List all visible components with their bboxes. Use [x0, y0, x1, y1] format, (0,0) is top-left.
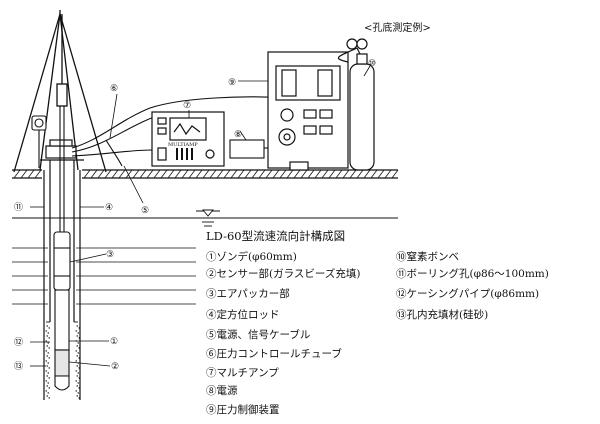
callout-9: ⑨: [228, 78, 236, 88]
ground-surface: [12, 169, 398, 179]
legend-right: ⑩窒素ボンベ ⑪ボーリング孔(φ86～100mm) ⑫ケーシングパイプ(φ86m…: [396, 250, 549, 321]
cable-counter: [31, 115, 47, 168]
example-label: <孔底測定例>: [364, 21, 431, 34]
callout-8: ⑧: [234, 130, 242, 140]
pressure-control-device: [267, 51, 349, 171]
legend-item: ⑫ケーシングパイプ(φ86mm): [396, 287, 539, 300]
legend-item: ⑦マルチアンプ: [206, 367, 279, 379]
legend-item: ④定方位ロッド: [206, 308, 280, 321]
diagram-title: LD-60型流速流向計構成図: [206, 229, 345, 243]
callout-11: ⑪: [14, 202, 23, 213]
ground-hatching: [13, 169, 399, 179]
borehole: [43, 160, 81, 400]
callout-13: ⑬: [14, 361, 23, 372]
callout-leaders: [30, 65, 371, 367]
strata-lines: [12, 247, 196, 305]
borehole-fill-material: [45, 325, 80, 399]
callout-1: ①: [110, 337, 118, 347]
legend-item: ⑤電源、信号ケーブル: [206, 328, 310, 341]
amp-brand: MULTIAMP: [168, 142, 198, 148]
callout-10: ⑩: [368, 59, 376, 69]
callout-6: ⑥: [110, 84, 118, 94]
multi-amplifier: [151, 111, 225, 167]
legend-left: ①ゾンデ(φ60mm) ②センサー部(ガラスビーズ充填) ③エアパッカー部 ④定…: [206, 250, 360, 416]
callout-3: ③: [106, 250, 114, 260]
legend-item: ⑩窒素ボンベ: [396, 250, 459, 263]
legend-item: ⑥圧力コントロールチューブ: [206, 347, 342, 360]
legend-item: ⑪ボーリング孔(φ86～100mm): [396, 267, 549, 280]
callout-numbers: ⑥ ⑤ ⑦ ⑧ ⑨ ⑩ ⑪ ④ ③ ① ② ⑫ ⑬: [14, 59, 376, 372]
orientation-rod: [59, 106, 65, 232]
legend-item: ③エアパッカー部: [206, 287, 290, 300]
callout-4: ④: [105, 203, 113, 213]
legend-item: ①ゾンデ(φ60mm): [206, 250, 297, 263]
callout-12: ⑫: [14, 337, 23, 348]
legend-item: ⑧電源: [206, 384, 238, 397]
water-table: [12, 209, 398, 227]
sonde: [54, 289, 70, 391]
callout-5: ⑤: [141, 206, 149, 216]
wellhead: [40, 139, 84, 161]
tripod-derrick: [13, 10, 107, 173]
air-packer: [53, 231, 71, 291]
legend-item: ⑬孔内充填材(硅砂): [396, 308, 488, 321]
callout-7: ⑦: [183, 101, 191, 111]
legend-item: ⑨圧力制御装置: [206, 403, 280, 416]
nitrogen-cylinder: [337, 38, 375, 171]
callout-2: ②: [111, 362, 119, 372]
legend-item: ②センサー部(ガラスビーズ充填): [206, 267, 360, 280]
